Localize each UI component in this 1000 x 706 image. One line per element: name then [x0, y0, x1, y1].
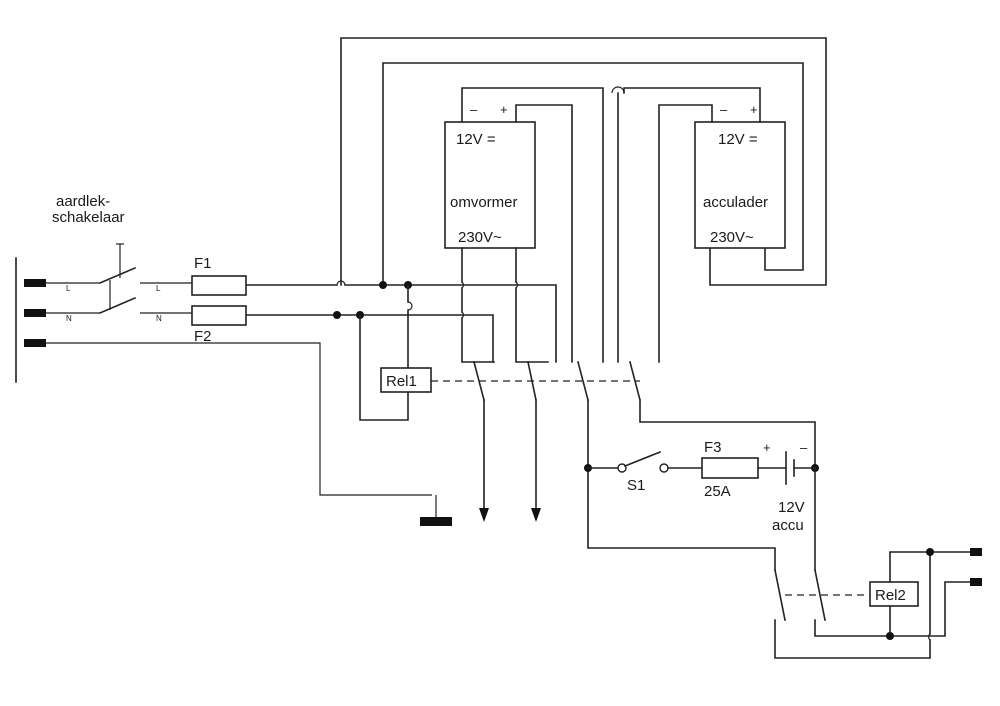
charger-dc-label: 12V =: [718, 131, 758, 148]
relay-rel2-section: Rel2: [774, 548, 982, 659]
neutral-out-label: N: [156, 314, 162, 323]
battery-circuit: S1 F3 25A + – 12V accu: [584, 439, 819, 571]
relay-rel2: [869, 581, 919, 607]
inverter-ac-label: 230V~: [458, 229, 502, 246]
charger-plus: +: [750, 102, 758, 117]
inverter-dc-label: 12V =: [456, 131, 496, 148]
relay-rel1: Rel1: [380, 367, 640, 393]
line-in-label: L: [66, 284, 71, 293]
relay-rel1-label: Rel1: [386, 373, 417, 390]
line-out-label: L: [156, 284, 161, 293]
output-terminal-top: [970, 548, 982, 556]
junctions: [333, 281, 412, 319]
charger-minus: –: [720, 102, 728, 117]
fuse-f1: F1: [191, 255, 247, 296]
charger-ac-label: 230V~: [710, 229, 754, 246]
battery-name-label: accu: [772, 517, 804, 534]
fuse-f3-rating: 25A: [704, 483, 731, 500]
mains-lines: [46, 280, 557, 526]
charger-acculader: 12V = acculader 230V~ – +: [694, 102, 786, 249]
terminal-neutral: [24, 309, 46, 317]
switch-s1-label: S1: [627, 477, 645, 494]
charger-name: acculader: [703, 194, 768, 211]
inverter-plus: +: [500, 102, 508, 117]
mains-inlet: [15, 257, 46, 383]
terminal-earth: [24, 339, 46, 347]
earth-ground-symbol: [420, 517, 452, 526]
fuse-f2: F2: [191, 305, 247, 345]
fuse-f2-label: F2: [194, 328, 212, 345]
inverter-omvormer: 12V = omvormer 230V~ – +: [444, 102, 536, 249]
output-terminal-bottom: [970, 578, 982, 586]
fuse-f3: [701, 457, 759, 479]
battery-minus: –: [800, 440, 808, 455]
inverter-minus: –: [470, 102, 478, 117]
terminal-line: [24, 279, 46, 287]
fuse-f3-label: F3: [704, 439, 722, 456]
earth-leakage-label-1: aardlek-: [56, 193, 110, 210]
earth-leakage-switch: aardlek- schakelaar L N L N: [46, 193, 162, 323]
inverter-name: omvormer: [450, 194, 518, 211]
relay-rel1-contacts: [473, 361, 816, 571]
neutral-in-label: N: [66, 314, 72, 323]
output-arrow-n: [531, 508, 541, 522]
earth-leakage-label-2: schakelaar: [52, 209, 125, 226]
output-arrow-l: [479, 508, 489, 522]
battery-plus: +: [763, 440, 771, 455]
relay-rel2-label: Rel2: [875, 587, 906, 604]
battery-voltage-label: 12V: [778, 499, 805, 516]
charger-feed-wires: [340, 37, 827, 286]
fuse-f1-label: F1: [194, 255, 212, 272]
